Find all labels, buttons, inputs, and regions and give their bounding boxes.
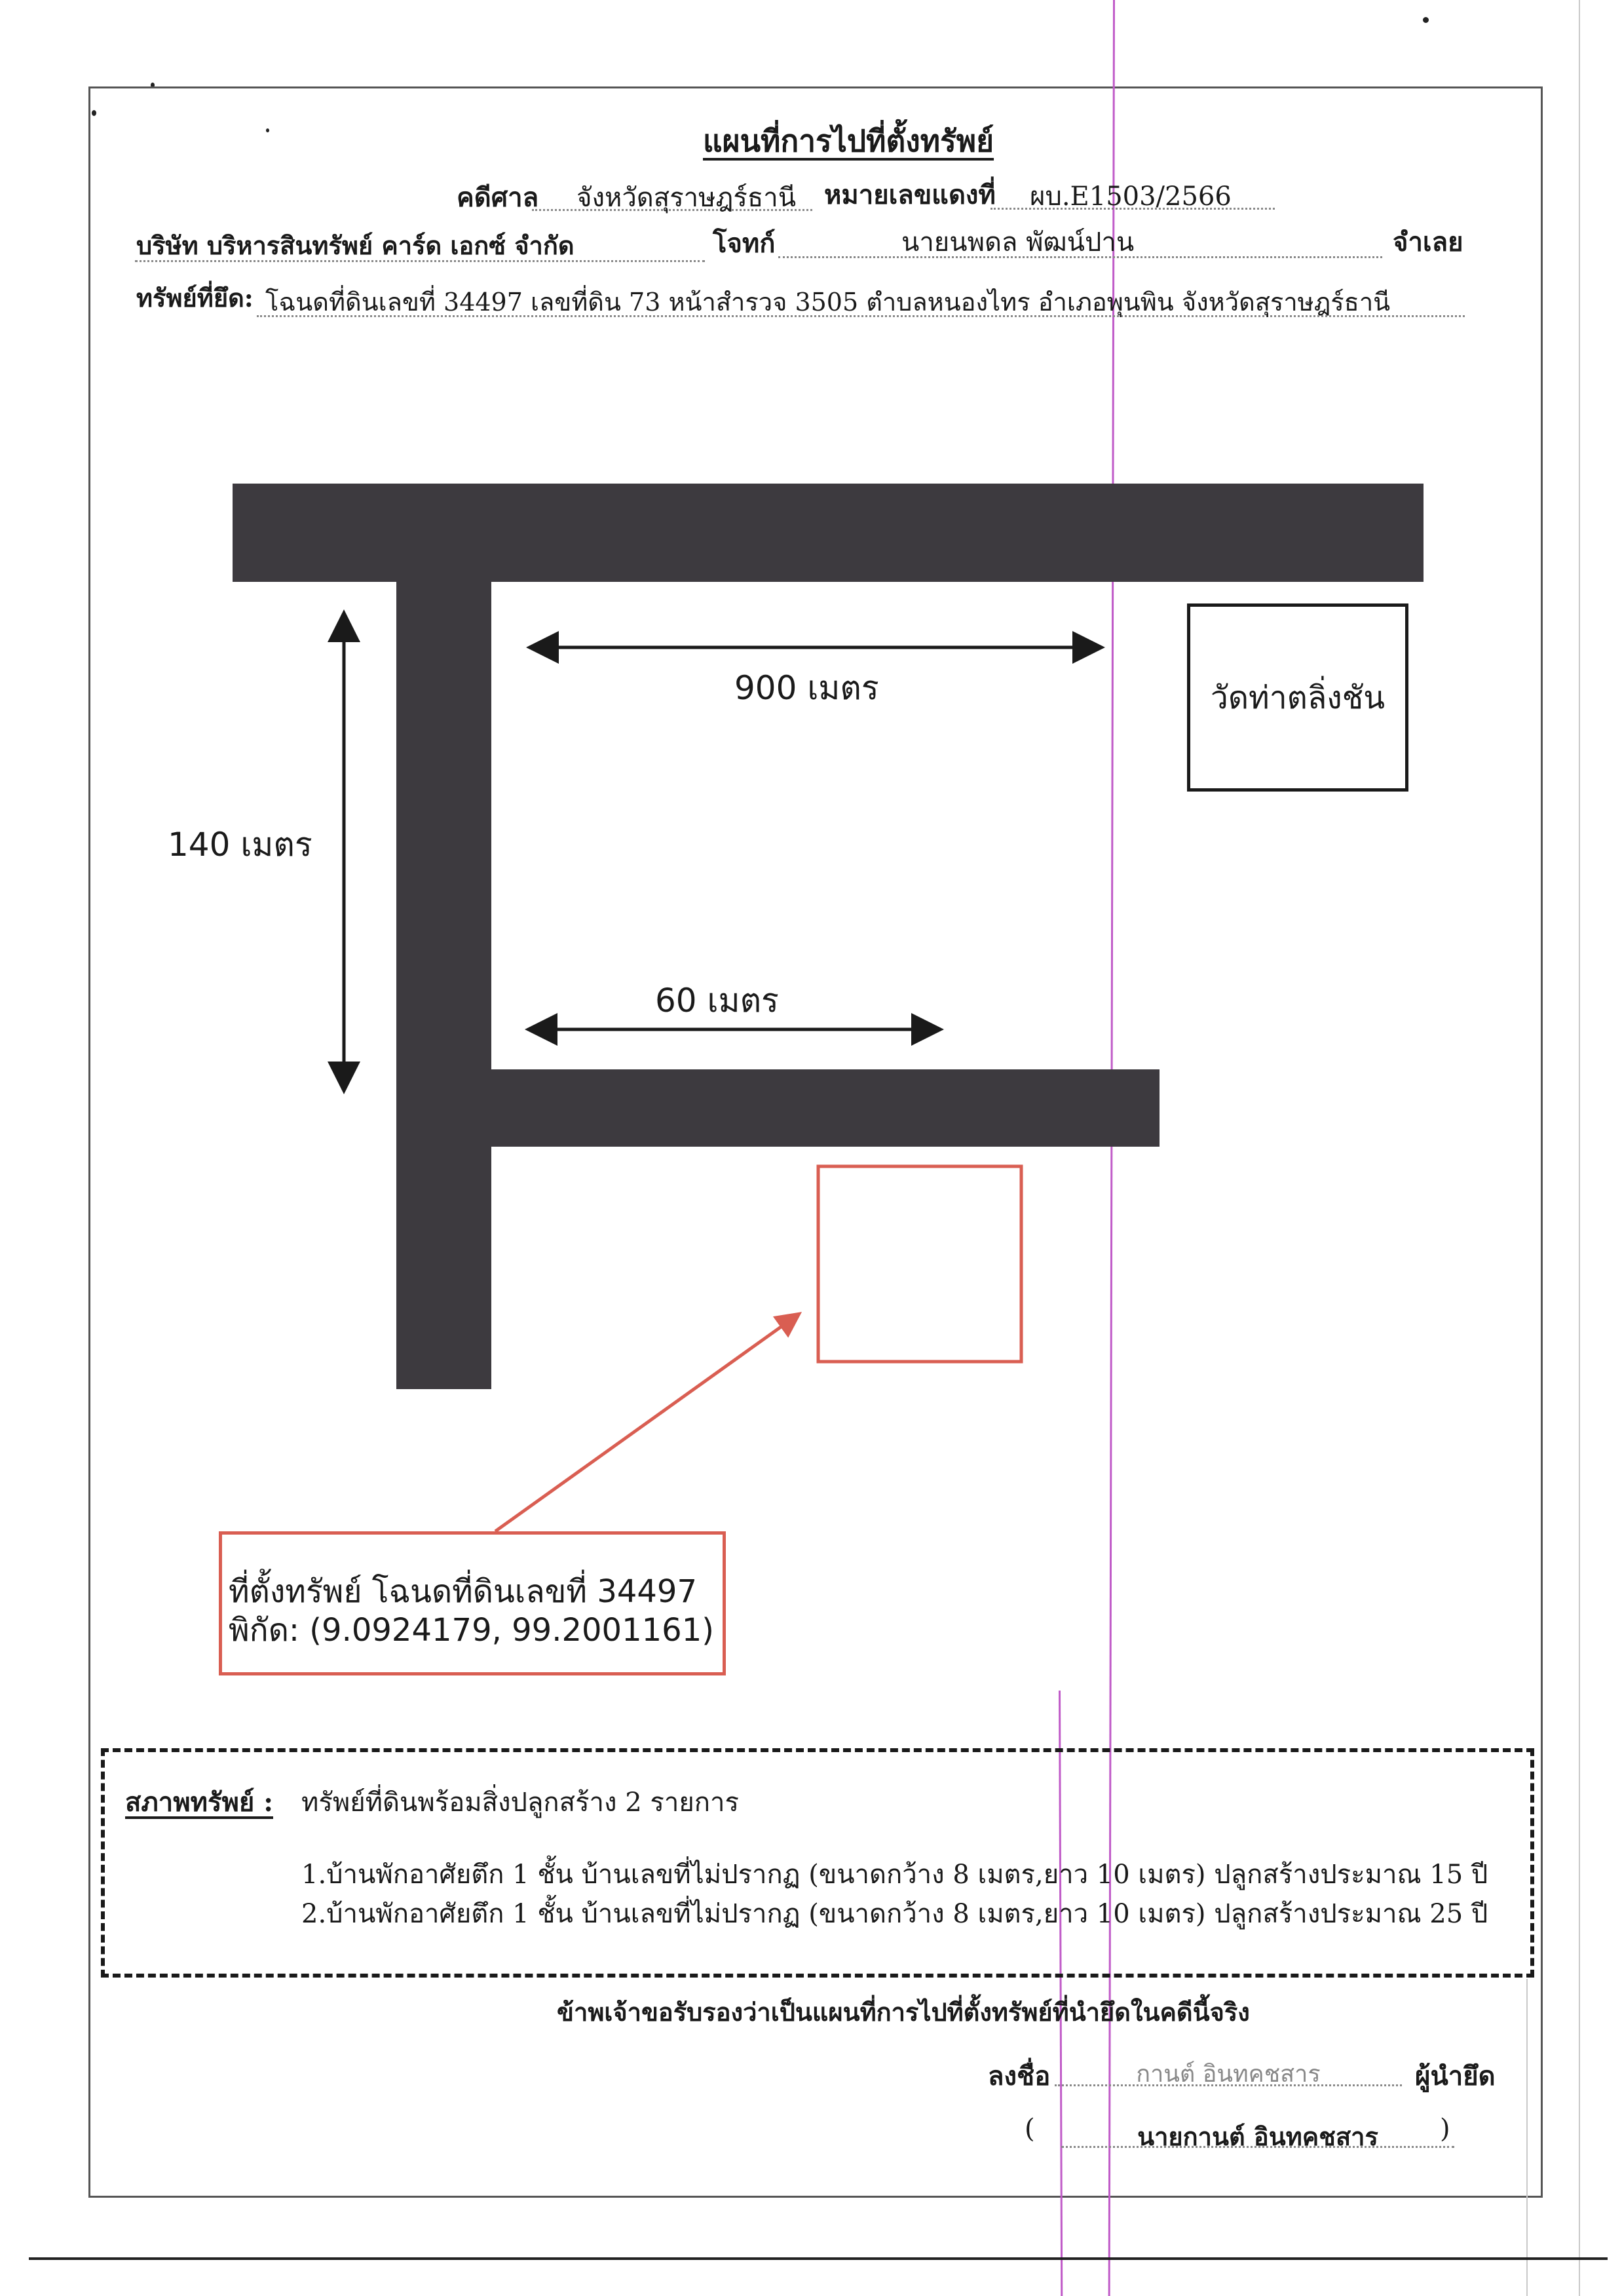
main-road [233, 484, 1424, 582]
signature: กานต์ อินทคชสาร [1136, 2061, 1321, 2088]
open-paren: ( [1025, 2114, 1035, 2144]
signer-role: ผู้นำยึด [1415, 2061, 1496, 2092]
page-bottom-rule [29, 2257, 1608, 2260]
dimension-label-60: 60 เมตร [655, 982, 779, 1020]
property-callout: ที่ตั้งทรัพย์ โฉนดที่ดินเลขที่ 34497 พิก… [219, 1531, 726, 1675]
dimension-label-140: 140 เมตร [168, 826, 312, 864]
red-number-fill [990, 178, 1275, 210]
defendant-value: นายนพดล พัฒน์ปาน [901, 227, 1135, 258]
callout-coordinates: พิกัด: (9.0924179, 99.2001161) [229, 1611, 714, 1649]
scan-speck [266, 128, 269, 132]
printed-name-line [1061, 2116, 1454, 2148]
red-number-label: หมายเลขแดงที่ [824, 180, 996, 210]
scan-line [1526, 1979, 1528, 2296]
condition-box [101, 1748, 1534, 1978]
pointer-arrow [494, 1312, 802, 1533]
condition-item: 2.บ้านพักอาศัยตึก 1 ชั้น บ้านเลขที่ไม่ปร… [301, 1899, 1488, 1929]
callout-deed-line: ที่ตั้งทรัพย์ โฉนดที่ดินเลขที่ 34497 [229, 1573, 698, 1610]
certification-text: ข้าพเจ้าขอรับรองว่าเป็นแผนที่การไปที่ตั้… [557, 1997, 1250, 2027]
dimension-label-900: 900 เมตร [734, 669, 879, 707]
court-value: จังหวัดสุราษฎร์ธานี [576, 183, 797, 213]
condition-label: สภาพทรัพย์ : [125, 1787, 273, 1818]
branch-road [491, 1069, 1160, 1147]
property-marker [816, 1164, 1023, 1364]
condition-item: 1.บ้านพักอาศัยตึก 1 ชั้น บ้านเลขที่ไม่ปร… [301, 1860, 1488, 1890]
plaintiff-fill [135, 231, 705, 262]
temple-label: วัดท่าตลิ่งชัน [1210, 679, 1386, 716]
temple-landmark: วัดท่าตลิ่งชัน [1187, 603, 1408, 792]
red-number-value: ผบ.E1503/2566 [1030, 182, 1232, 212]
seized-value: โฉนดที่ดินเลขที่ 34497 เลขที่ดิน 73 หน้า… [265, 288, 1391, 316]
close-paren: ) [1440, 2114, 1450, 2144]
side-road [396, 582, 491, 1389]
printed-name: นายกานต์ อินทคชสาร [1137, 2122, 1378, 2151]
defendant-label: จำเลย [1393, 227, 1463, 258]
scan-speck [151, 83, 155, 88]
scan-speck [92, 110, 96, 116]
plaintiff-label: โจทก์ [713, 228, 776, 259]
document-frame [88, 86, 1543, 2198]
seized-fill [257, 286, 1465, 317]
plaintiff-value: บริษัท บริหารสินทรัพย์ คาร์ด เอกซ์ จำกัด [136, 231, 575, 260]
signature-line [1055, 2055, 1402, 2086]
court-fill [532, 180, 812, 211]
scan-speck [1423, 17, 1429, 23]
court-label: คดีศาล [457, 182, 539, 213]
defendant-fill [778, 227, 1382, 258]
scan-line [1579, 0, 1580, 2296]
condition-summary: ทรัพย์ที่ดินพร้อมสิ่งปลูกสร้าง 2 รายการ [301, 1788, 739, 1818]
page-title: แผนที่การไปที่ตั้งทรัพย์ [703, 123, 994, 159]
seized-label: ทรัพย์ที่ยึด: [136, 283, 254, 313]
sign-label: ลงชื่อ [988, 2061, 1051, 2092]
